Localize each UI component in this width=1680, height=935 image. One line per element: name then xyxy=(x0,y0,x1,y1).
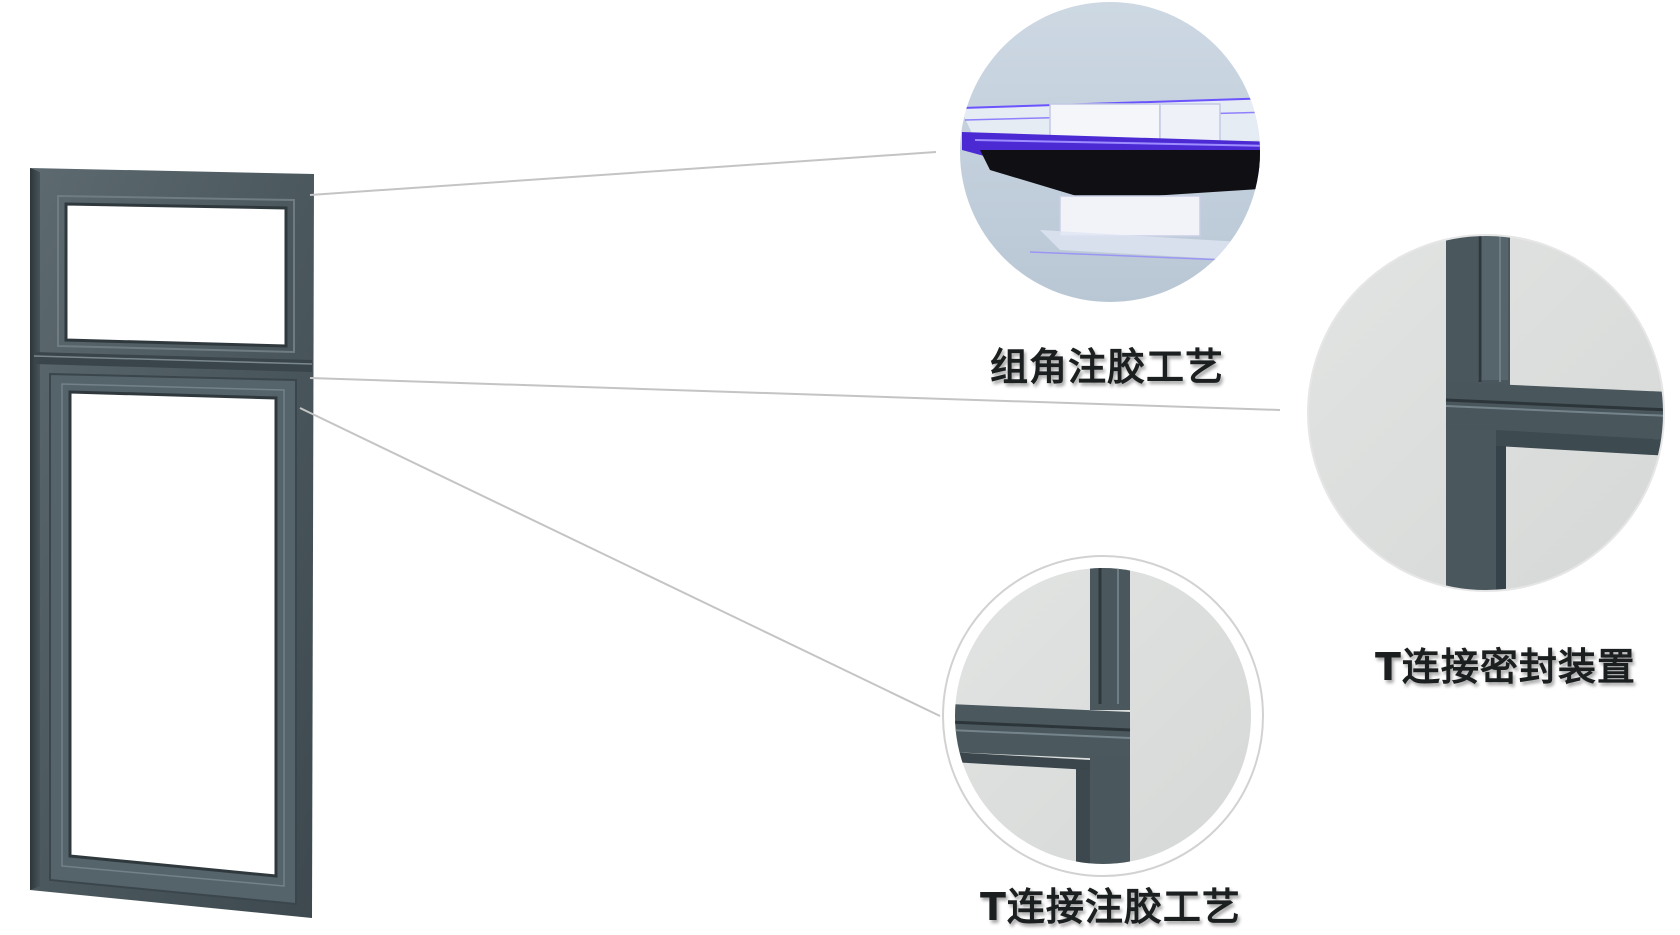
callout-line-corner xyxy=(309,151,937,196)
caption-corner-glue: 组角注胶工艺 xyxy=(990,345,1225,389)
window-frame-illustration xyxy=(30,168,314,918)
lower-glass xyxy=(68,390,278,878)
transom-glass xyxy=(64,202,288,348)
callout-line-tseal xyxy=(309,377,1281,411)
t-joint-glue-detail xyxy=(942,555,1264,877)
caption-t-glue: T连接注胶工艺 xyxy=(980,885,1241,929)
corner-joint-glue-detail xyxy=(960,2,1260,302)
caption-t-seal: T连接密封装置 xyxy=(1375,645,1636,689)
window-frame-side xyxy=(30,168,40,890)
transom-bar xyxy=(34,352,312,372)
t-joint-seal-detail xyxy=(1307,234,1665,592)
callout-lines xyxy=(299,151,1281,717)
callout-line-tglue xyxy=(299,407,941,717)
